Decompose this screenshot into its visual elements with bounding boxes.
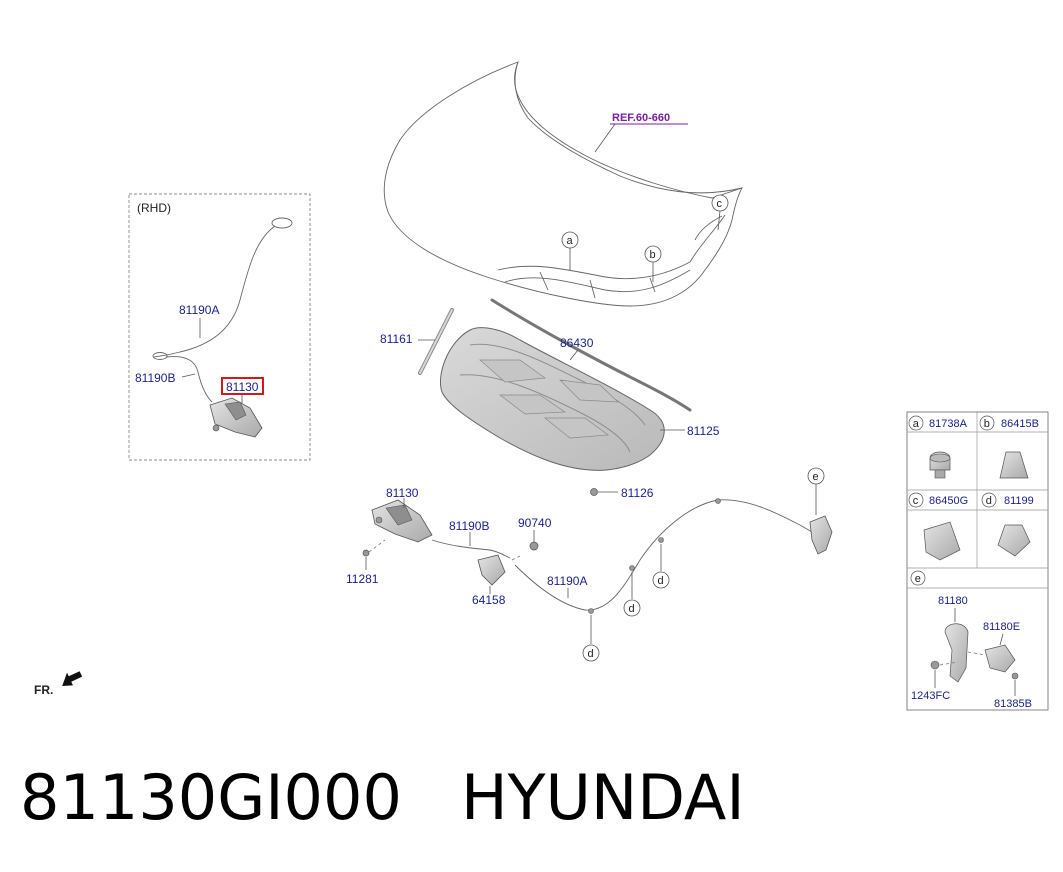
insulator-pad-part [440, 327, 665, 471]
grommet-label: 90740 [518, 516, 552, 530]
legend-callout-b [979, 415, 995, 431]
stay-rod-part [418, 308, 454, 375]
legend-callout-c [908, 492, 924, 508]
legend-b-label: 86415B [1001, 418, 1039, 430]
cable-b-label: 81190B [449, 519, 489, 533]
clip-label: 81126 [621, 486, 654, 500]
legend-e-screw-label: 1243FC [911, 690, 950, 702]
hood-panel [383, 61, 743, 307]
rhd-cable-upper [153, 225, 276, 358]
legend-e-handle-label: 81180 [938, 595, 968, 607]
legend-a-part-image [929, 451, 951, 479]
legend-c-part-image [923, 521, 961, 561]
cable-a-part [514, 499, 813, 611]
svg-text:e: e [813, 471, 819, 483]
legend-callout-a [908, 415, 924, 431]
cable-a-label: 81190A [547, 574, 587, 588]
rhd-label: (RHD) [137, 201, 171, 215]
rhd-latch-part [209, 397, 263, 438]
grommet-part [529, 541, 539, 551]
rhd-cable-b-leader [181, 373, 196, 378]
callout-a-hood: a [561, 231, 579, 270]
stay-rod-label: 81161 [380, 332, 413, 346]
callout-b-hood: b [644, 245, 662, 282]
legend-callout-c-letter: c [913, 495, 919, 507]
cable-a-dashed-link [511, 554, 523, 561]
svg-text:d: d [588, 648, 594, 660]
cable-a-clip-lower [588, 608, 594, 614]
clip-part [590, 488, 598, 496]
bolt-part [362, 549, 370, 557]
rhd-cable-a-label: 81190A [179, 303, 219, 317]
svg-text:c: c [717, 198, 723, 210]
cable-a-clip [715, 498, 721, 504]
front-direction-label: FR. [34, 683, 53, 697]
brand-text: HYUNDAI [461, 761, 745, 834]
ref-label: REF.60-660 [612, 112, 670, 124]
part-number-caption: 81130GI000 HYUNDAI [20, 758, 745, 838]
rhd-cable-handle-loop [271, 217, 293, 229]
cable-a-clip-upper [658, 537, 664, 543]
legend-c-label: 86450G [929, 495, 968, 507]
callout-d-lower: d [582, 615, 600, 662]
front-direction-arrow-icon [62, 671, 83, 686]
cable-b-part [431, 539, 511, 559]
callout-d-mid: d [623, 572, 641, 617]
legend-table [906, 411, 1049, 711]
legend-e-part-image [930, 608, 1019, 696]
latch-part [371, 499, 433, 543]
insulator-label: 81125 [687, 424, 720, 438]
legend-callout-b-letter: b [984, 418, 990, 430]
svg-text:b: b [650, 249, 656, 261]
legend-e-clip-label: 81385B [994, 698, 1032, 710]
legend-d-part-image [997, 524, 1031, 557]
legend-callout-d-letter: d [986, 495, 992, 507]
handle-part [477, 554, 506, 586]
callout-c-hood: c [711, 194, 729, 231]
rhd-cable-joint [152, 352, 168, 360]
svg-text:d: d [629, 603, 635, 615]
release-handle-part [809, 515, 833, 555]
rhd-cable-lower [165, 356, 213, 403]
ref-leader [594, 123, 616, 153]
legend-b-part-image [999, 451, 1029, 479]
bolt-dashed-link [368, 539, 386, 553]
weatherstrip-leader [569, 349, 579, 361]
legend-d-label: 81199 [1004, 495, 1034, 507]
legend-a-label: 81738A [929, 418, 968, 430]
highlight-box [221, 377, 264, 395]
weatherstrip-label: 86430 [560, 336, 594, 350]
svg-text:d: d [658, 575, 664, 587]
rhd-group-box [128, 193, 311, 461]
legend-callout-e [910, 570, 926, 586]
weatherstrip-part [490, 298, 692, 412]
handle-label: 64158 [472, 593, 506, 607]
hood-parts-diagram: (RHD) 81190A 81190B 81130 REF.60-660 a b [34, 61, 1049, 711]
legend-callout-e-letter: e [915, 573, 921, 585]
bolt-label: 11281 [346, 572, 379, 586]
callout-e-main: e [807, 467, 825, 515]
rhd-latch-label: 81130 [226, 380, 259, 394]
legend-callout-d [981, 492, 997, 508]
callout-d-upper: d [652, 544, 670, 589]
cable-a-clip-mid [629, 565, 635, 571]
svg-text:a: a [567, 235, 574, 247]
legend-callout-a-letter: a [913, 418, 920, 430]
rhd-cable-b-label: 81190B [135, 371, 175, 385]
legend-e-bracket-label: 81180E [983, 621, 1020, 633]
part-number-text: 81130GI000 [20, 761, 402, 834]
latch-label: 81130 [386, 486, 419, 500]
